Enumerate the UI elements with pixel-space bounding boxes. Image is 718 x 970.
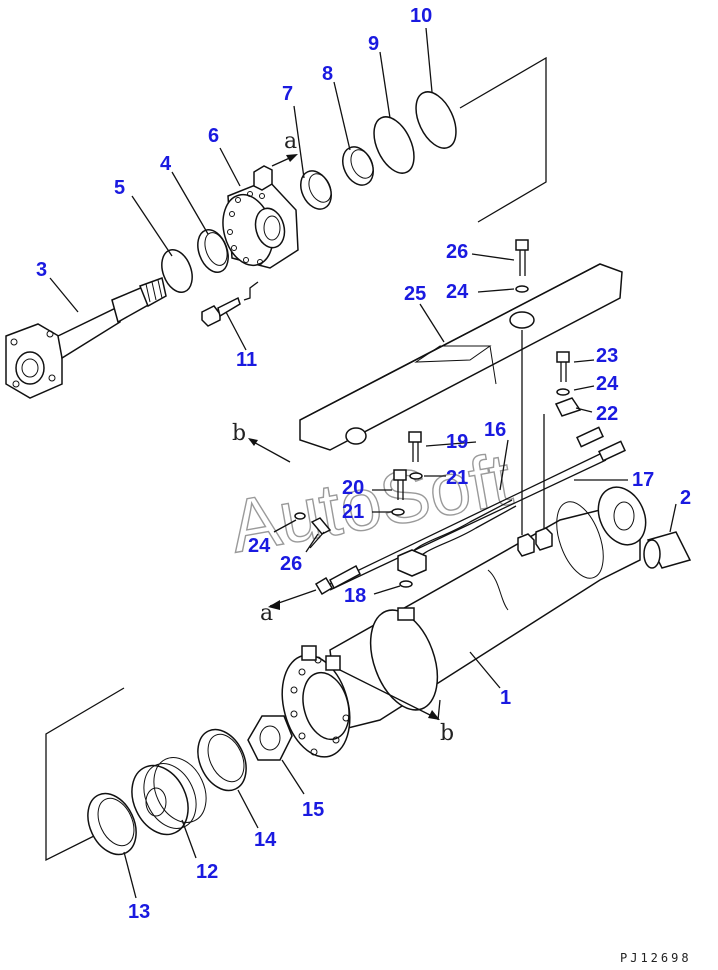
flange-block xyxy=(397,549,427,588)
bolt-23 xyxy=(543,351,582,535)
callout-24-a: 24 xyxy=(596,373,619,395)
seal-8 xyxy=(342,146,374,186)
seal-13 xyxy=(87,792,137,856)
callout-labels: 1 2 3 4 5 6 7 8 9 10 11 12 13 14 15 16 1… xyxy=(36,5,691,923)
bolt-26-lower xyxy=(294,512,332,549)
callout-17: 17 xyxy=(632,469,654,491)
ref-b-bottom: b xyxy=(440,721,454,746)
callout-19: 19 xyxy=(446,431,468,453)
callout-24-c: 24 xyxy=(248,535,271,557)
callout-11: 11 xyxy=(236,349,257,371)
leader-lines xyxy=(49,27,677,899)
callout-10: 10 xyxy=(410,5,432,27)
callout-7: 7 xyxy=(282,83,293,105)
group-bracket-lower xyxy=(45,687,125,862)
o-ring-9 xyxy=(373,116,415,174)
snap-ring xyxy=(161,249,193,293)
pipe-guard xyxy=(299,263,623,535)
callout-8: 8 xyxy=(322,63,333,85)
nut-15 xyxy=(247,715,293,761)
bushing-7 xyxy=(300,170,332,210)
ring-14 xyxy=(197,728,247,792)
callout-21-a: 21 xyxy=(446,467,468,489)
ref-a-top: a xyxy=(284,129,297,154)
reference-letters: a a b b xyxy=(232,129,454,746)
ref-b-top: b xyxy=(232,421,246,446)
cylinder-head xyxy=(222,154,299,269)
callout-25: 25 xyxy=(404,283,426,305)
callout-26-a: 26 xyxy=(446,241,468,263)
callout-22: 22 xyxy=(596,403,618,425)
callout-3: 3 xyxy=(36,259,47,281)
callout-18: 18 xyxy=(344,585,366,607)
cylinder-tube xyxy=(329,486,647,731)
callout-4: 4 xyxy=(160,153,172,175)
callout-20: 20 xyxy=(342,477,364,499)
callout-14: 14 xyxy=(254,829,277,851)
callout-21-b: 21 xyxy=(342,501,364,523)
bolt-19 xyxy=(408,431,423,480)
callout-2: 2 xyxy=(680,487,691,509)
piston-12 xyxy=(131,757,207,836)
drawing-code: PJ12698 xyxy=(620,951,692,965)
bolt-a xyxy=(268,564,361,610)
callout-23: 23 xyxy=(596,345,618,367)
callout-6: 6 xyxy=(208,125,219,147)
callout-12: 12 xyxy=(196,861,218,883)
callout-9: 9 xyxy=(368,33,379,55)
callout-13: 13 xyxy=(128,901,150,923)
callout-1: 1 xyxy=(500,687,511,709)
callout-5: 5 xyxy=(114,177,125,199)
callout-26-b: 26 xyxy=(280,553,302,575)
group-bracket-upper xyxy=(243,56,547,301)
callout-16: 16 xyxy=(484,419,506,441)
callout-15: 15 xyxy=(302,799,324,821)
bolt-11 xyxy=(201,296,241,327)
ref-a-bottom: a xyxy=(260,601,273,626)
tube-head-flange xyxy=(281,645,440,758)
piston-rod xyxy=(5,277,167,399)
ring-10 xyxy=(415,91,457,149)
callout-24-b: 24 xyxy=(446,281,469,303)
bushing-2 xyxy=(643,531,692,569)
bolt-26-upper xyxy=(515,239,529,293)
